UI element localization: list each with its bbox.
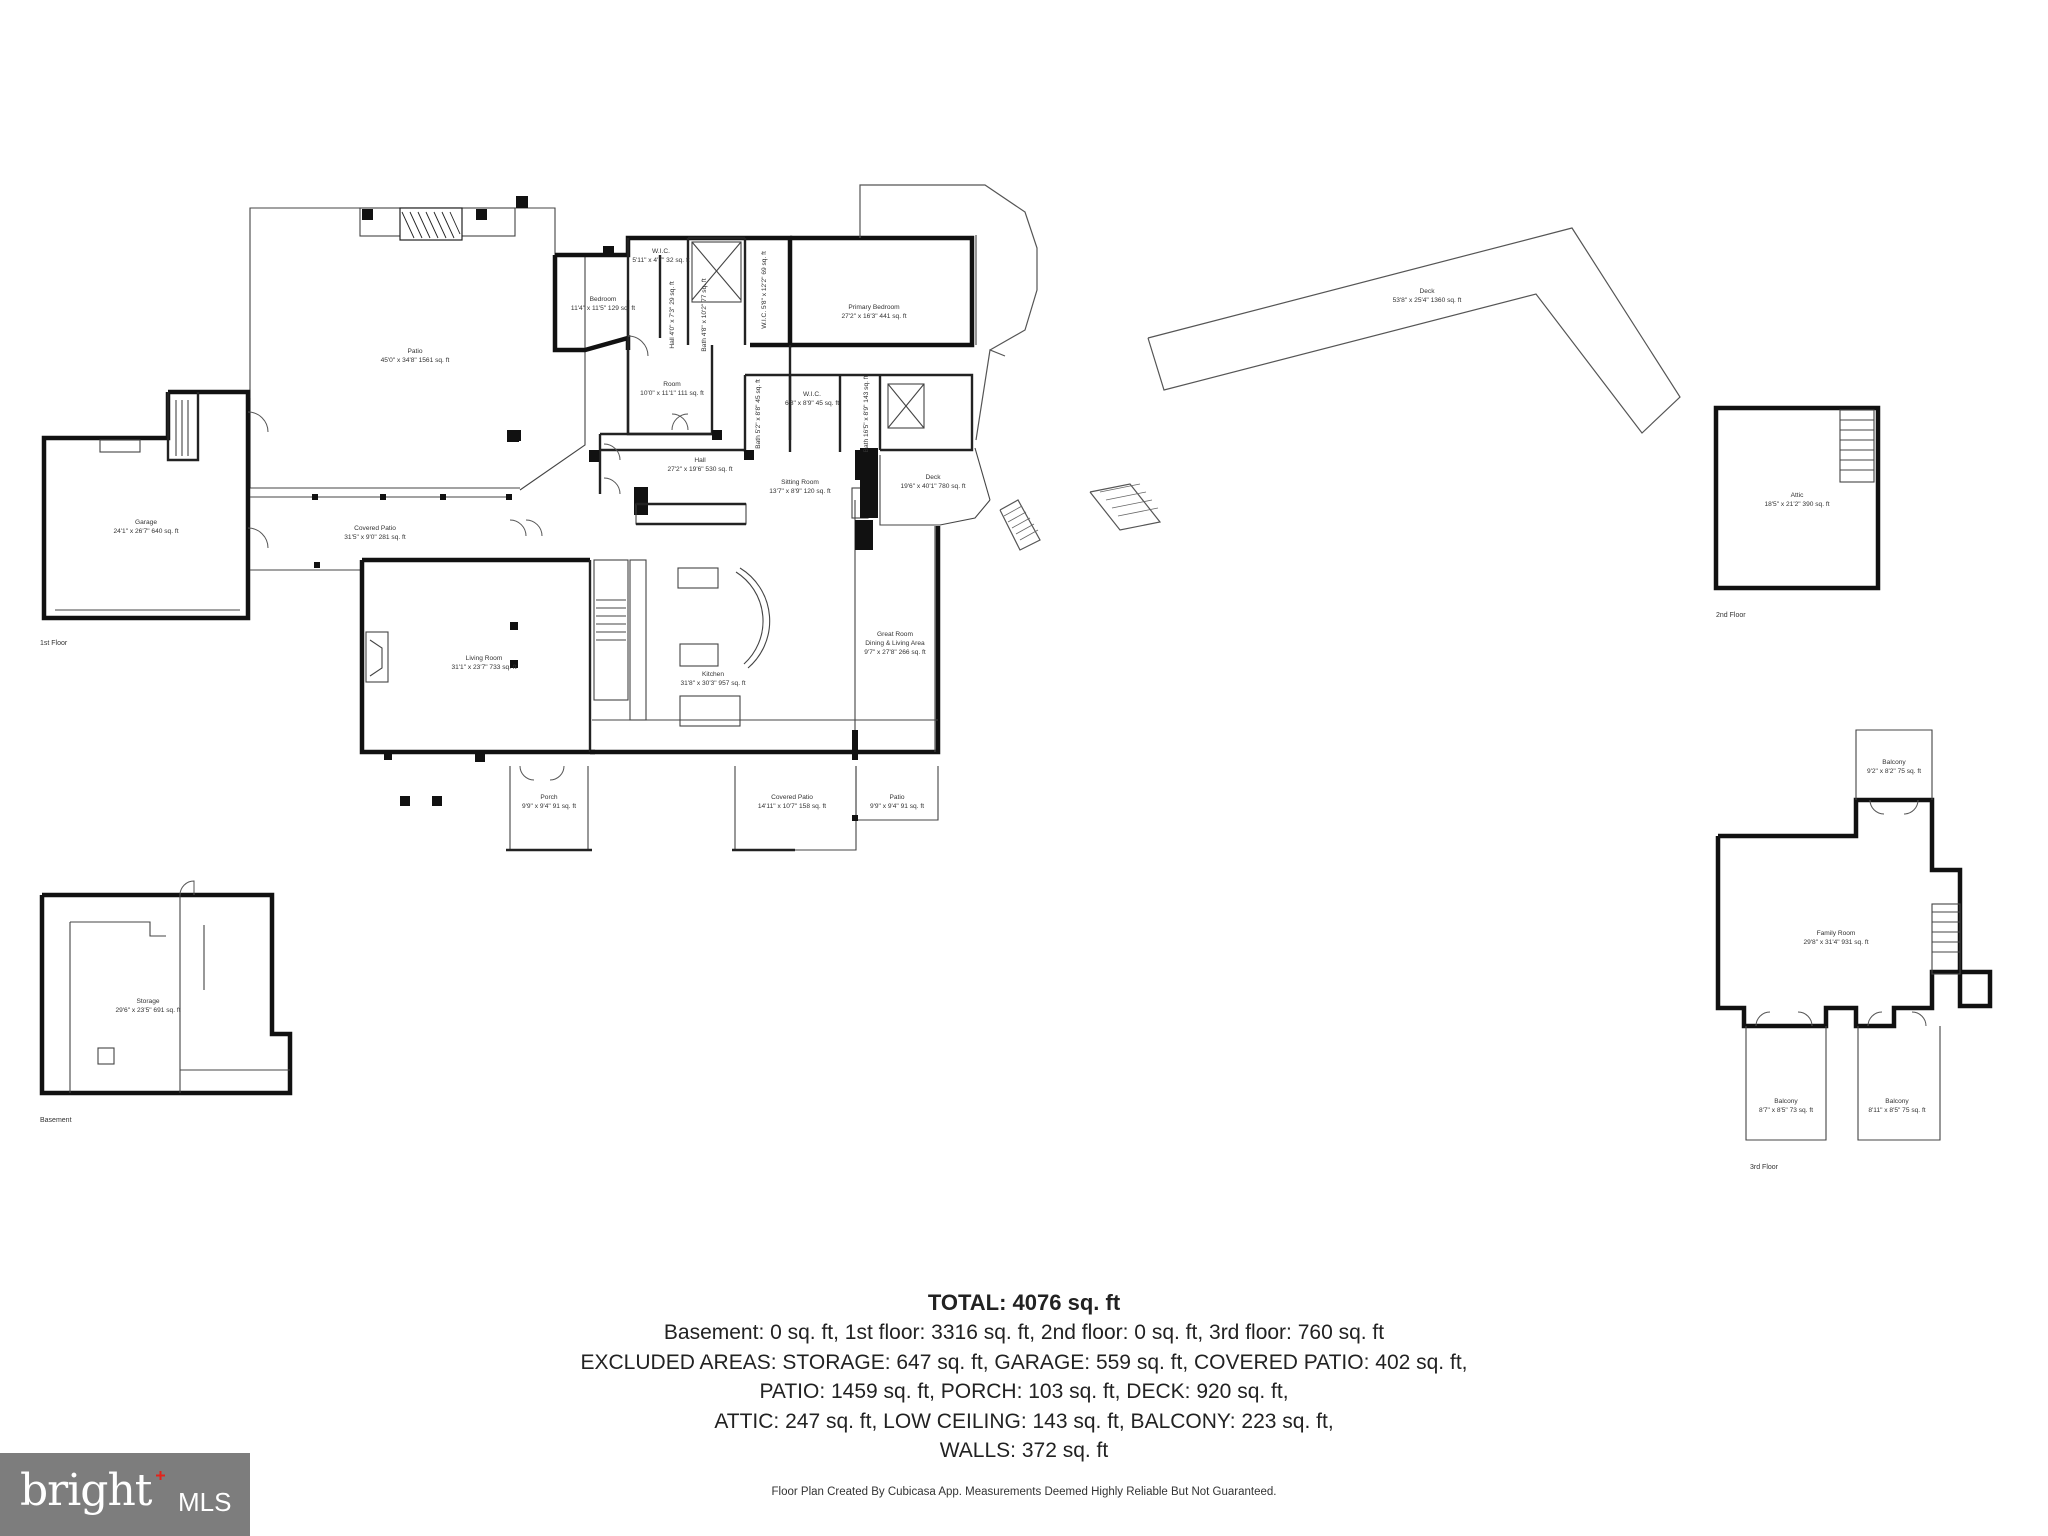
floor-label-third: 3rd Floor [1750, 1164, 1779, 1171]
label-bath-mid: Bath 5'2" x 8'8" 45 sq. ft [755, 379, 762, 449]
label-deck-small-dims: 19'6" x 40'1" 780 sq. ft [900, 483, 965, 490]
kitchen-great-room [590, 450, 941, 760]
basement-plan [39, 880, 293, 1096]
label-covered-patio-1-dims: 31'5" x 9'0" 281 sq. ft [344, 534, 406, 541]
label-deck-big-dims: 53'8" x 25'4" 1360 sq. ft [1393, 297, 1462, 304]
total-line-3: PATIO: 1459 sq. ft, PORCH: 103 sq. ft, D… [759, 1380, 1289, 1403]
label-storage-dims: 29'6" x 23'5" 691 sq. ft [115, 1007, 180, 1014]
label-great-room-name: Great Room [877, 631, 913, 638]
floor-label-basement: Basement [40, 1117, 72, 1124]
label-primary-bedroom-dims: 27'2" x 16'3" 441 sq. ft [841, 313, 906, 320]
area-totals: TOTAL: 4076 sq. ft Basement: 0 sq. ft, 1… [0, 1288, 2048, 1466]
total-line-2: EXCLUDED AREAS: STORAGE: 647 sq. ft, GAR… [580, 1350, 1468, 1374]
label-living-room-name: Living Room [466, 655, 503, 662]
total-title: TOTAL: 4076 sq. ft [927, 1290, 1121, 1315]
label-kitchen-name: Kitchen [702, 671, 724, 678]
label-family-room-dims: 29'8" x 31'4" 931 sq. ft [1803, 939, 1868, 946]
label-great-room-dims: 9'7" x 27'8" 266 sq. ft [864, 649, 926, 656]
patio-top-area [249, 196, 586, 491]
bright-mls-logo: bright MLS [0, 1453, 250, 1536]
logo-brand: bright [20, 1465, 152, 1516]
label-balcony-right-name: Balcony [1885, 1098, 1909, 1105]
label-deck-big-name: Deck [1419, 288, 1435, 295]
label-hall-small: Hall 4'0" x 7'3" 29 sq. ft [669, 281, 676, 348]
deck-east [859, 184, 1041, 551]
label-balcony-left-dims: 8'7" x 8'5" 73 sq. ft [1759, 1107, 1813, 1114]
third-floor-plan [1715, 729, 1993, 1141]
label-sitting-room-dims: 13'7" x 8'9" 120 sq. ft [769, 488, 831, 495]
logo-plus-icon [156, 1471, 165, 1480]
deck-large [1147, 227, 1681, 434]
label-bedroom-name: Bedroom [590, 296, 617, 303]
label-covered-patio-2-dims: 14'11" x 10'7" 158 sq. ft [758, 803, 826, 810]
label-balcony-top-dims: 9'2" x 8'2" 75 sq. ft [1867, 768, 1921, 775]
total-line-1: Basement: 0 sq. ft, 1st floor: 3316 sq. … [663, 1321, 1385, 1344]
label-kitchen-dims: 31'8" x 30'3" 957 sq. ft [680, 680, 745, 687]
garage [41, 389, 269, 621]
label-great-room-sub: Dining & Living Area [865, 640, 925, 647]
label-primary-bedroom-name: Primary Bedroom [848, 304, 900, 311]
label-attic-dims: 18'5" x 21'2" 390 sq. ft [1764, 501, 1829, 508]
label-storage-name: Storage [136, 998, 159, 1005]
label-wic-primary-name: W.I.C. [803, 391, 821, 398]
label-balcony-right-dims: 8'11" x 8'5" 75 sq. ft [1868, 1107, 1925, 1114]
label-family-room-name: Family Room [1817, 930, 1856, 937]
label-balcony-top-name: Balcony [1882, 759, 1906, 766]
total-line-4: ATTIC: 247 sq. ft, LOW CEILING: 143 sq. … [714, 1409, 1334, 1433]
floor-labels: 1st Floor 2nd Floor 3rd Floor Basement [40, 612, 1779, 1171]
label-garage-dims: 24'1" x 26'7" 640 sq. ft [113, 528, 178, 535]
label-garage-name: Garage [135, 519, 157, 526]
label-patio-small-dims: 9'9" x 9'4" 91 sq. ft [870, 803, 924, 810]
first-floor-plan [41, 184, 1681, 852]
label-wic-mid: W.I.C. 5'8" x 12'2" 69 sq. ft [761, 251, 768, 329]
label-patio-top-name: Patio [407, 348, 422, 355]
label-porch-name: Porch [540, 794, 558, 801]
label-sitting-room-name: Sitting Room [781, 479, 819, 486]
label-bath-primary: Bath 16'5" x 8'9" 143 sq. ft [863, 375, 870, 452]
label-wic-primary-dims: 6'8" x 8'9" 45 sq. ft [785, 400, 839, 407]
label-wic-small-dims: 5'11" x 4'7" 32 sq. ft [632, 257, 689, 264]
label-porch-dims: 9'9" x 9'4" 91 sq. ft [522, 803, 576, 810]
label-wic-small-name: W.I.C. [652, 248, 670, 255]
label-patio-small-name: Patio [889, 794, 904, 801]
floor-label-first: 1st Floor [40, 640, 68, 647]
second-floor-plan [1713, 405, 1881, 591]
label-covered-patio-1-name: Covered Patio [354, 525, 396, 532]
logo-suffix: MLS [178, 1487, 232, 1517]
label-patio-top-dims: 45'0" x 34'8" 1561 sq. ft [381, 357, 450, 364]
total-line-5: WALLS: 372 sq. ft [939, 1439, 1109, 1462]
label-living-room-dims: 31'1" x 23'7" 733 sq. ft [451, 664, 516, 671]
label-hall-dims: 27'2" x 19'6" 530 sq. ft [667, 466, 732, 473]
floor-label-second: 2nd Floor [1716, 612, 1746, 619]
bedroom-wing [507, 235, 977, 495]
porch-and-patios-south [506, 765, 939, 852]
label-room-dims: 10'0" x 11'1" 111 sq. ft [640, 390, 704, 397]
label-attic-name: Attic [1791, 492, 1805, 499]
label-bedroom-dims: 11'4" x 11'5" 129 sq. ft [571, 305, 635, 312]
label-covered-patio-2-name: Covered Patio [771, 794, 813, 801]
stair-pieces [1089, 483, 1162, 531]
label-balcony-left-name: Balcony [1774, 1098, 1798, 1105]
label-hall-name: Hall [694, 457, 706, 464]
label-bath-small: Bath 4'8" x 10'2" 77 sq. ft [701, 278, 708, 351]
covered-patio-west [250, 494, 543, 571]
disclaimer: Floor Plan Created By Cubicasa App. Meas… [771, 1486, 1277, 1498]
label-room-name: Room [663, 381, 681, 388]
label-deck-small-name: Deck [925, 474, 941, 481]
living-room [359, 557, 595, 806]
room-labels: Patio 45'0" x 34'8" 1561 sq. ft Bedroom … [113, 248, 1925, 1114]
